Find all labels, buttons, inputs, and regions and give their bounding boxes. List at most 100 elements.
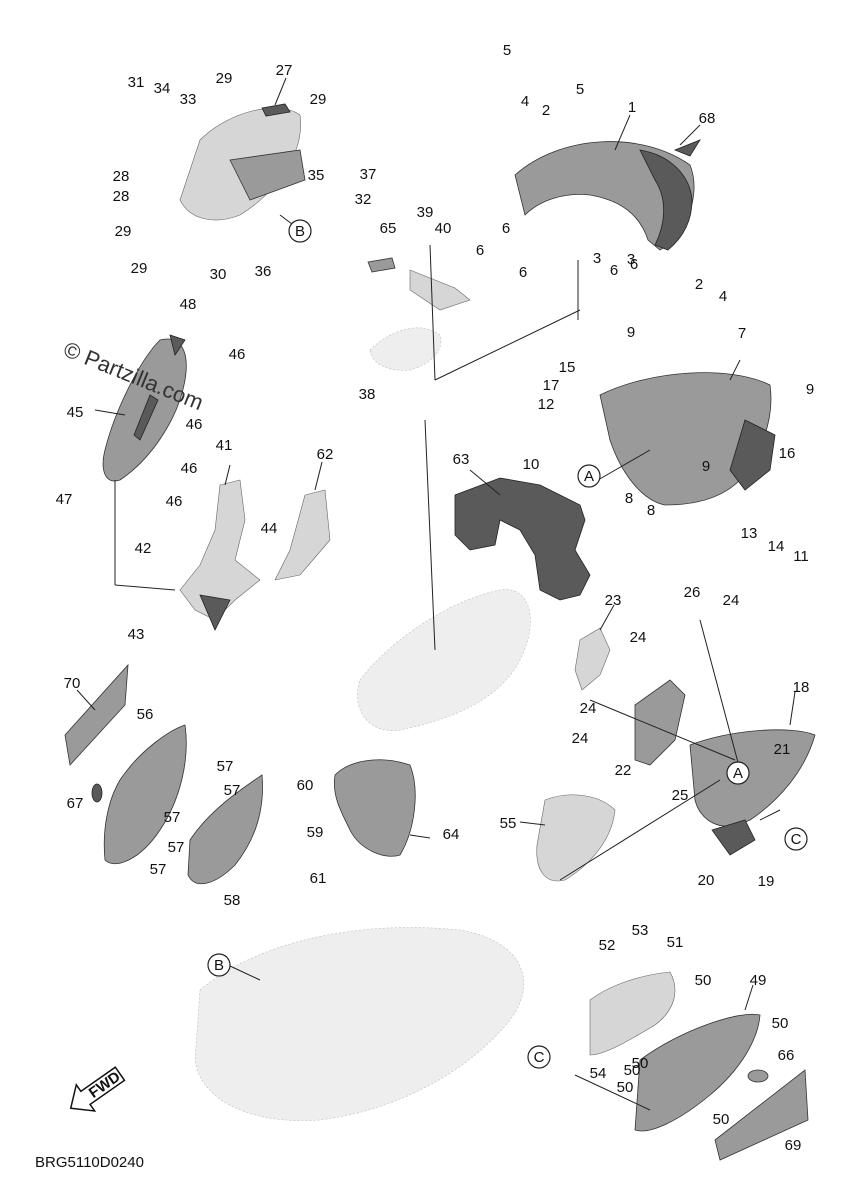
part-number-label: 65 — [380, 220, 397, 237]
part-number-label: 15 — [559, 359, 576, 376]
part-70-decal — [64, 663, 129, 766]
part-number-label: 42 — [135, 540, 152, 557]
ref-c-2: C — [527, 1045, 551, 1069]
ref-c-1: C — [784, 827, 808, 851]
part-64-cover — [333, 759, 416, 857]
part-number-label: 2 — [542, 102, 550, 119]
part-number-label: 58 — [224, 892, 241, 909]
part-number-label: 50 — [772, 1015, 789, 1032]
part-22-bracket — [634, 679, 686, 766]
part-67-grommet — [91, 783, 103, 803]
part-number-label: 51 — [667, 934, 684, 951]
part-number-label: 9 — [806, 381, 814, 398]
part-number-label: 24 — [630, 629, 647, 646]
ref-letter: B — [295, 223, 305, 240]
part-number-label: 24 — [723, 592, 740, 609]
ref-letter: B — [214, 957, 224, 974]
part-27-top — [261, 103, 291, 117]
part-number-label: 49 — [750, 972, 767, 989]
part-number-label: 44 — [261, 520, 278, 537]
part-number-label: 16 — [779, 445, 796, 462]
part-7-side-cowl-inner — [729, 419, 776, 491]
part-number-label: 50 — [695, 972, 712, 989]
part-number-label: 33 — [180, 91, 197, 108]
part-number-label: 35 — [308, 167, 325, 184]
part-number-label: 10 — [523, 456, 540, 473]
part-number-label: 26 — [684, 584, 701, 601]
part-number-label: 6 — [476, 242, 484, 259]
part-number-label: 20 — [698, 872, 715, 889]
part-1-upper-cowl-side — [639, 149, 693, 251]
part-number-label: 23 — [605, 592, 622, 609]
part-number-label: 39 — [417, 204, 434, 221]
frame-ghost-b — [194, 927, 525, 1121]
part-number-label: 6 — [610, 262, 618, 279]
part-45-left-panel-stripe — [133, 394, 159, 441]
part-49-lower-cowl — [634, 1013, 761, 1132]
part-number-label: 29 — [216, 70, 233, 87]
part-45-left-panel-dark — [169, 334, 186, 356]
part-number-label: 6 — [630, 256, 638, 273]
part-23-cover — [574, 627, 611, 691]
part-number-label: 29 — [131, 260, 148, 277]
part-number-label: 64 — [443, 826, 460, 843]
part-number-label: 45 — [67, 404, 84, 421]
part-number-label: 6 — [502, 220, 510, 237]
part-number-label: 22 — [615, 762, 632, 779]
part-number-label: 17 — [543, 377, 560, 394]
part-number-label: 13 — [741, 525, 758, 542]
part-number-label: 50 — [617, 1079, 634, 1096]
part-52-bracket — [589, 971, 676, 1056]
part-number-label: 52 — [599, 937, 616, 954]
leader-lines — [76, 77, 796, 1111]
part-number-label: 50 — [624, 1062, 641, 1079]
part-number-label: 70 — [64, 675, 81, 692]
ref-letter: C — [534, 1049, 545, 1066]
part-27-duct — [229, 149, 306, 201]
part-number-label: 59 — [307, 824, 324, 841]
part-62-duct — [274, 489, 331, 581]
diagram-code: BRG5110D0240 — [35, 1154, 144, 1171]
ref-b-1: B — [288, 219, 312, 243]
part-number-label: 40 — [435, 220, 452, 237]
part-number-label: 57 — [168, 839, 185, 856]
part-number-label: 31 — [128, 74, 145, 91]
part-number-label: 11 — [793, 548, 809, 565]
part-number-label: 50 — [632, 1055, 649, 1072]
part-number-label: 3 — [593, 250, 601, 267]
part-number-label: 25 — [672, 787, 689, 804]
part-number-label: 60 — [297, 777, 314, 794]
fwd-arrow-icon: FWD — [69, 1066, 126, 1112]
part-number-label: 4 — [719, 288, 727, 305]
part-number-label: 48 — [180, 296, 197, 313]
part-number-label: 24 — [572, 730, 589, 747]
part-number-label: 54 — [590, 1065, 607, 1082]
part-18-under-cowl — [689, 729, 816, 827]
part-56-side-panel — [103, 724, 187, 865]
part-58-60-panel — [187, 774, 263, 884]
part-number-label: 21 — [774, 741, 791, 758]
part-number-label: 14 — [768, 538, 785, 555]
part-number-label: 38 — [359, 386, 376, 403]
part-number-label: 55 — [500, 815, 517, 832]
part-number-label: 50 — [713, 1111, 730, 1128]
part-number-label: 53 — [632, 922, 649, 939]
part-number-label: 67 — [67, 795, 84, 812]
part-number-label: 46 — [181, 460, 198, 477]
part-number-label: 28 — [113, 168, 130, 185]
ref-a-2: A — [726, 761, 750, 785]
part-number-label: 47 — [56, 491, 73, 508]
part-number-label: 29 — [310, 91, 327, 108]
part-number-label: 24 — [580, 700, 597, 717]
part-number-label: 9 — [702, 458, 710, 475]
part-number-label: 61 — [310, 870, 327, 887]
part-number-label: 4 — [521, 93, 529, 110]
part-number-label: 46 — [229, 346, 246, 363]
part-number-label: 62 — [317, 446, 334, 463]
part-number-label: 66 — [778, 1047, 795, 1064]
part-63-bracket — [454, 477, 591, 601]
part-19-inner — [711, 819, 756, 856]
part-number-label: 12 — [538, 396, 555, 413]
part-number-label: 68 — [699, 110, 716, 127]
